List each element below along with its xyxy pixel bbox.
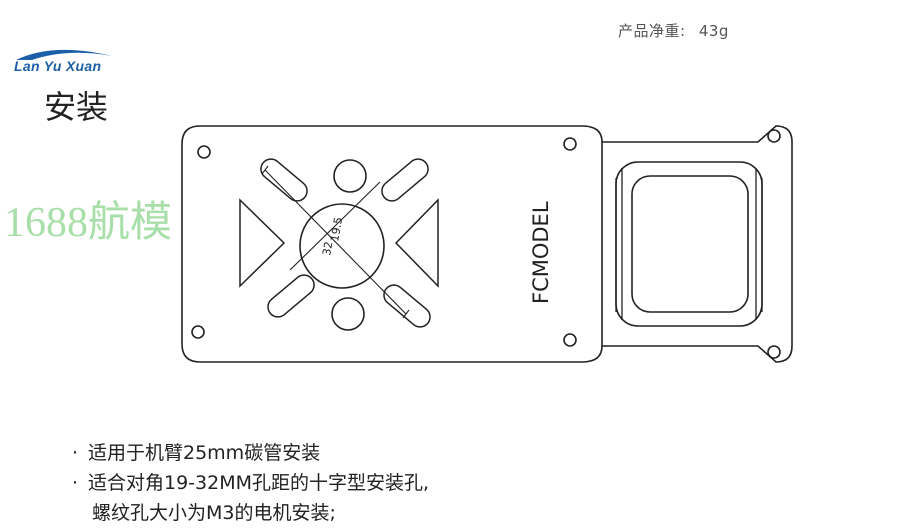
tube-clamp-inner: [631, 175, 749, 313]
motor-mount-drawing: 19.5 32 FCMODEL: [181, 125, 793, 363]
plate-outline: [181, 125, 603, 363]
clamp-ears: [767, 129, 781, 359]
side-circles: [331, 159, 367, 331]
motor-slots: [260, 158, 431, 328]
bullet-text: 适合对角19-32MM孔距的十字型安装孔,: [88, 472, 430, 494]
bullet-marker: ·: [72, 442, 79, 464]
dimension-lines: [261, 165, 410, 319]
triangle-cutouts: [239, 198, 439, 288]
dim-inner-label: 32: [320, 240, 335, 256]
product-weight: 产品净重: 43g: [618, 20, 729, 41]
dim-outer-label: 19.5: [328, 216, 345, 242]
clamp-rails: [615, 168, 763, 320]
weight-label: 产品净重:: [618, 22, 686, 40]
watermark: 1688航模: [4, 200, 173, 246]
brand-logo-swoosh: [16, 49, 112, 60]
bullet-marker: ·: [72, 472, 79, 494]
bullet-item: · 适合对角19-32MM孔距的十字型安装孔,: [72, 468, 429, 495]
plate-model-label: FCMODEL: [529, 201, 553, 304]
bullet-text: 适用于机臂25mm碳管安装: [88, 442, 321, 464]
mounting-holes: [191, 137, 577, 347]
bullet-continuation: 螺纹孔大小为M3的电机安装;: [92, 502, 336, 524]
center-hole: [299, 203, 385, 289]
tube-clamp-outline: [602, 125, 793, 363]
section-title: 安装: [44, 88, 109, 126]
brand-logo-text: Lan Yu Xuan: [14, 58, 102, 74]
weight-value: 43g: [698, 22, 729, 40]
tube-clamp-outer: [615, 161, 763, 327]
bullet-item: · 适用于机臂25mm碳管安装: [72, 438, 320, 465]
